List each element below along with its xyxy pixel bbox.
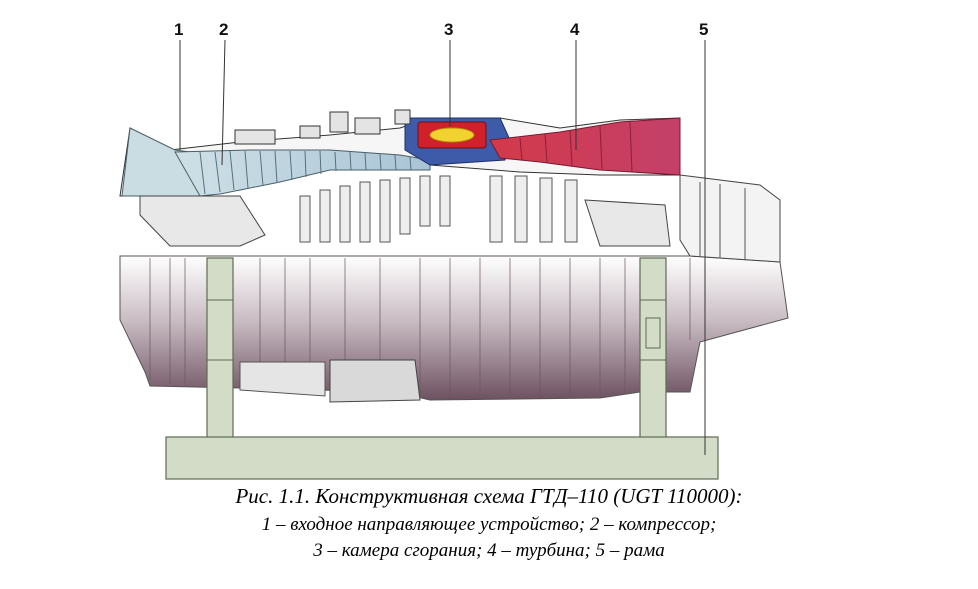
front-bearing-housing xyxy=(139,195,266,247)
lower-casing xyxy=(239,361,326,397)
top-accessories xyxy=(234,109,411,145)
lower-gearbox xyxy=(329,359,421,403)
exhaust-diffuser xyxy=(679,174,781,263)
exhaust-struts xyxy=(699,182,746,260)
leader-2 xyxy=(221,39,226,166)
turbine-discs xyxy=(489,175,578,243)
rear-bearing-housing xyxy=(584,199,671,247)
callout-1: 1 xyxy=(174,20,183,39)
callout-4: 4 xyxy=(570,20,580,39)
rotor-stage-lines xyxy=(149,258,691,398)
frame-base xyxy=(165,436,719,480)
compressor-blades xyxy=(199,150,412,195)
turbine-blades xyxy=(519,121,633,173)
support-frame xyxy=(165,257,719,480)
figure-caption-legend-line2: 3 – камера сгорания; 4 – турбина; 5 – ра… xyxy=(313,540,665,561)
callout-leaders xyxy=(179,39,706,455)
frame-leg-details xyxy=(207,299,666,361)
compressor-flowpath xyxy=(174,149,431,197)
compressor-discs xyxy=(299,175,451,243)
figure-caption-legend-line1: 1 – входное направляющее устройство; 2 –… xyxy=(261,514,717,535)
callout-2: 2 xyxy=(219,20,228,39)
frame-front-leg xyxy=(206,257,234,439)
callout-5: 5 xyxy=(699,20,708,39)
flame-core xyxy=(429,127,475,143)
callout-3: 3 xyxy=(444,20,453,39)
turbine-flowpath xyxy=(489,117,681,176)
figure-caption-title: Рис. 1.1. Конструктивная схема ГТД–110 (… xyxy=(235,484,743,508)
